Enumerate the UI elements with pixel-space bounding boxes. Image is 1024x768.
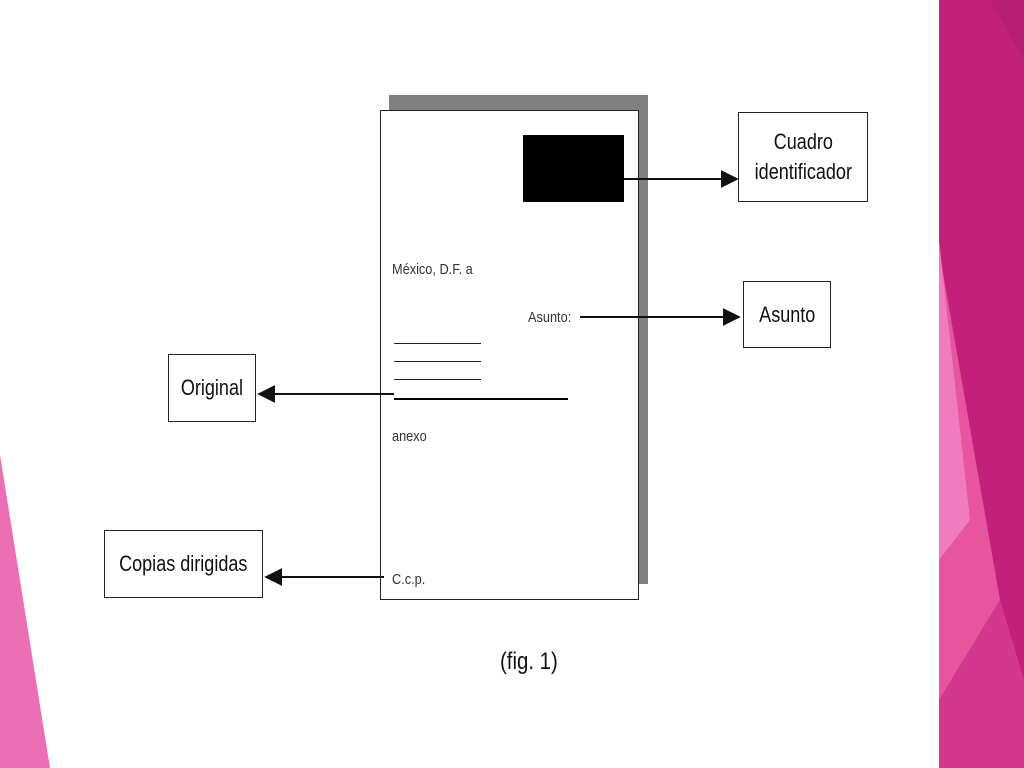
- right-accent-facet-light: [939, 250, 1000, 700]
- left-accent-triangle: [0, 455, 50, 768]
- callout-copies-label: Copias dirigidas: [119, 551, 248, 576]
- subject-text: Asunto:: [528, 309, 572, 326]
- place-date-text: México, D.F. a: [392, 261, 473, 278]
- callout-subject-label: Asunto: [758, 301, 816, 327]
- document-page: México, D.F. a Asunto: anexo C.c.p.: [380, 110, 639, 600]
- right-accent-facet-pale: [939, 240, 970, 560]
- callout-identifier-line-1: Cuadro: [773, 129, 833, 154]
- callout-copies-box: Copias dirigidas: [104, 530, 263, 598]
- annex-text: anexo: [392, 428, 427, 445]
- recipient-line-2: [394, 361, 481, 362]
- recipient-line-1: [394, 343, 481, 344]
- body-separator-line: [394, 398, 568, 400]
- figure-caption: (fig. 1): [500, 648, 558, 675]
- right-accent-facet-dark: [939, 0, 1024, 60]
- callout-identifier-label: Cuadro identificador: [754, 127, 851, 187]
- identifier-block: [523, 135, 624, 202]
- callout-identifier-line-2: identificador: [754, 159, 852, 184]
- cc-text: C.c.p.: [392, 571, 426, 588]
- callout-subject-box: Asunto: [743, 281, 831, 348]
- callout-identifier-box: Cuadro identificador: [738, 112, 868, 202]
- right-accent-facet-bottom: [939, 600, 1024, 768]
- recipient-line-3: [394, 379, 481, 380]
- callout-original-box: Original: [168, 354, 256, 422]
- callout-original-label: Original: [180, 375, 244, 400]
